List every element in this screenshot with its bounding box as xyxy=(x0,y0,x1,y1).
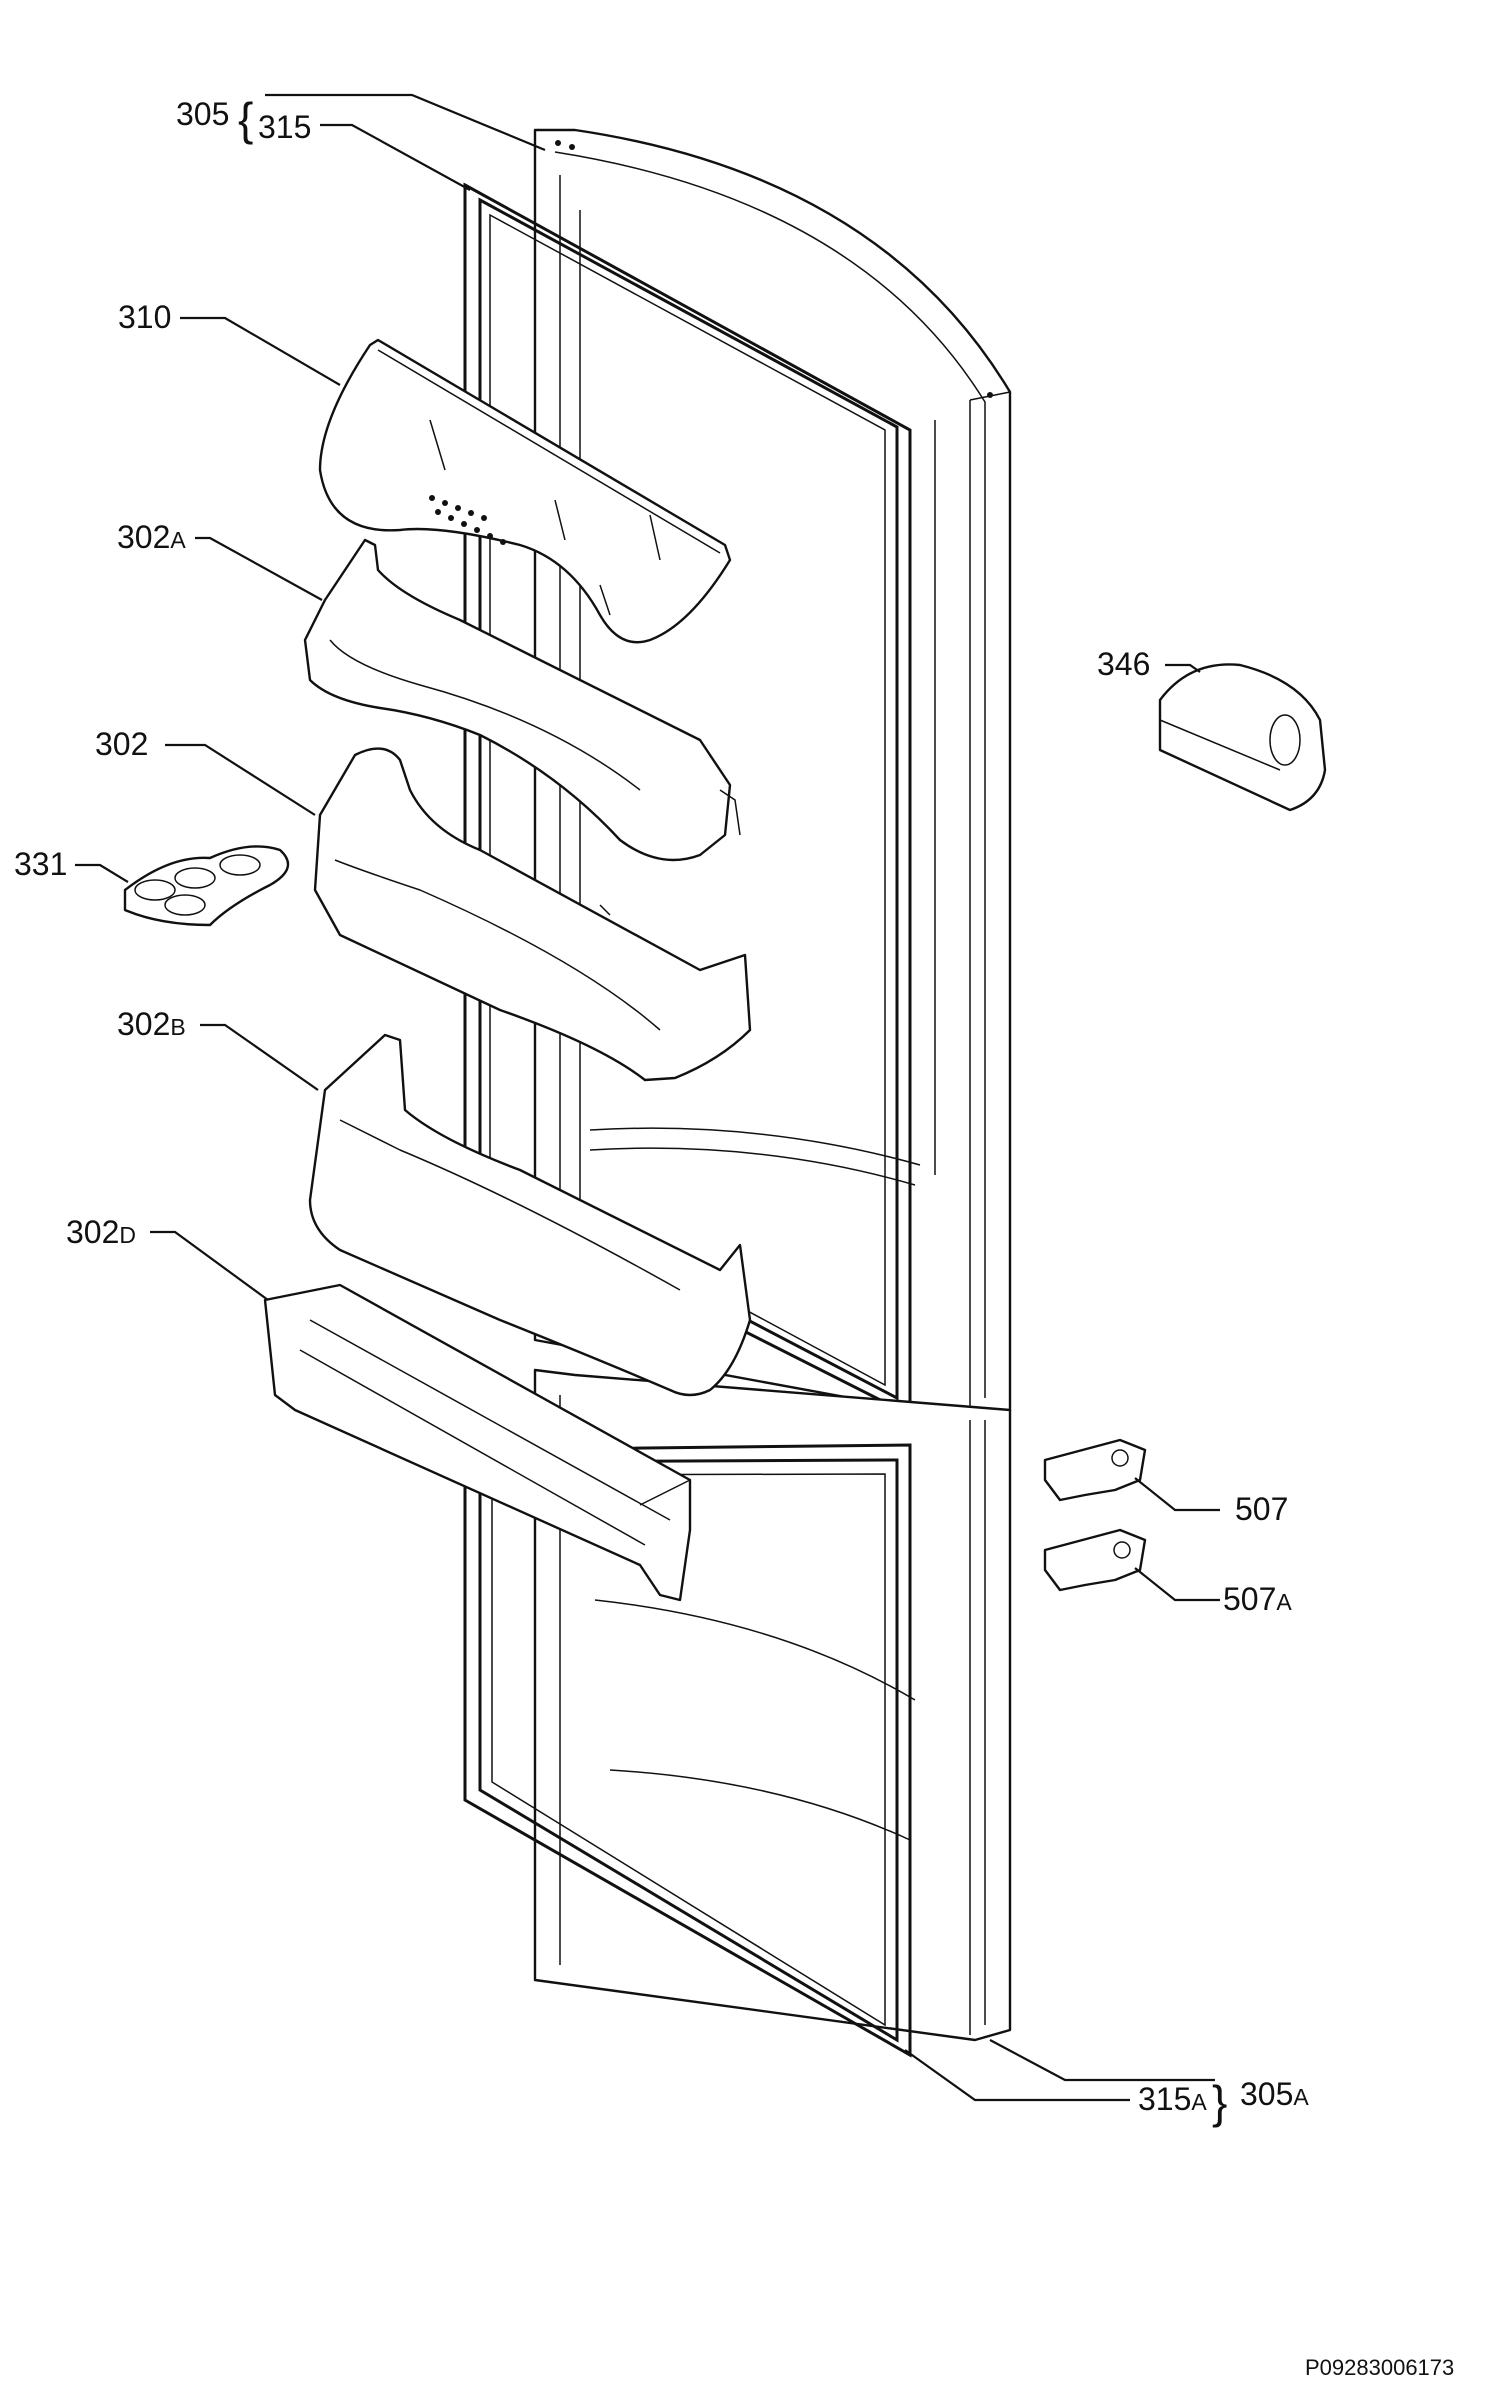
label-346: 346 xyxy=(1097,646,1150,682)
egg-tray-331 xyxy=(123,845,290,927)
hinge-507a xyxy=(1043,1528,1147,1592)
label-507: 507 xyxy=(1235,1491,1288,1527)
label-331: 331 xyxy=(14,846,67,882)
lower-gasket-315a xyxy=(463,1443,912,2058)
door-balcony-302d xyxy=(263,1283,692,1602)
label-310: 310 xyxy=(118,299,171,335)
leader-lines xyxy=(75,93,1220,2102)
label-302a: 302A xyxy=(117,519,186,555)
label-507a: 507A xyxy=(1223,1581,1292,1617)
label-302: 302 xyxy=(95,726,148,762)
door-balcony-302a xyxy=(303,538,741,862)
brace-305a: } xyxy=(1212,2076,1227,2128)
brace-305: { xyxy=(238,93,253,145)
drawing-code: P09283006173 xyxy=(1305,2355,1454,2380)
label-315a: 315A xyxy=(1138,2081,1207,2117)
cover-346 xyxy=(1158,663,1327,812)
label-302d: 302D xyxy=(66,1214,136,1250)
door-balcony-302b xyxy=(308,1033,752,1397)
label-315: 315 xyxy=(258,109,311,145)
door-balcony-302 xyxy=(313,747,752,1082)
label-305a: 305A xyxy=(1240,2076,1309,2112)
label-305: 305 xyxy=(176,96,229,132)
shelf-cover-310 xyxy=(318,338,732,644)
hinge-507 xyxy=(1043,1438,1147,1502)
label-302b: 302B xyxy=(117,1006,186,1042)
